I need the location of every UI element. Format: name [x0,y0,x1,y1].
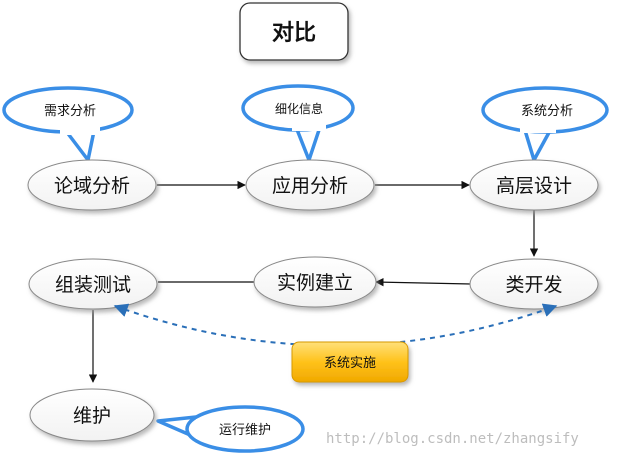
arrow-class-to-instance [375,277,472,287]
callout-label: 需求分析 [44,104,96,119]
node-label: 应用分析 [272,175,348,197]
node-application-analysis: 应用分析 [245,159,375,211]
node-label: 组装测试 [55,274,131,296]
node-label: 维护 [73,405,111,427]
node-class-development: 类开发 [469,258,599,310]
callout-run-maintenance: 运行维护 [156,405,305,453]
callout-requirements-analysis: 需求分析 [2,86,134,162]
system-implementation-button[interactable]: 系统实施 [291,341,409,383]
node-maintenance: 维护 [29,388,155,442]
callout-label: 运行维护 [219,423,271,438]
node-label: 高层设计 [496,175,572,197]
node-domain-analysis: 论域分析 [27,159,157,211]
node-label: 类开发 [505,274,562,296]
callout-label: 细化信息 [275,101,323,116]
title-box: 对比 [239,2,349,61]
callout-refine-information: 细化信息 [241,84,355,162]
callout-system-analysis: 系统分析 [481,86,609,162]
system-implementation-label: 系统实施 [324,356,376,371]
page-title: 对比 [272,20,316,46]
watermark-text: http://blog.csdn.net/zhangsify [326,431,579,447]
node-label: 论域分析 [54,175,130,197]
flow-arrows [88,180,539,383]
node-instance-creation: 实例建立 [253,256,377,308]
node-assembly-testing: 组装测试 [28,258,158,310]
callout-label: 系统分析 [521,104,573,119]
node-high-level-design: 高层设计 [469,159,599,211]
node-label: 实例建立 [277,272,353,294]
system-implementation-arc [113,303,558,347]
